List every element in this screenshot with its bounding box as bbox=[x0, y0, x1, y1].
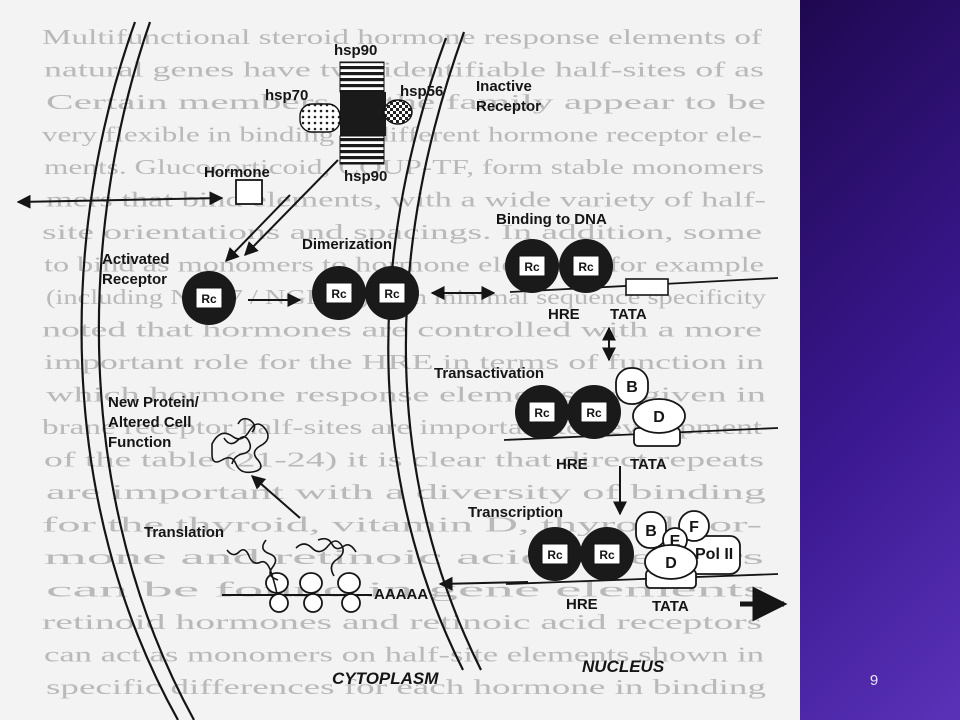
binding-to-dna-label: Binding to DNA bbox=[496, 211, 607, 228]
nuclear-envelope-outer bbox=[387, 37, 464, 671]
hsp90-bottom-block bbox=[339, 135, 385, 165]
hre-label-1: HRE bbox=[548, 306, 580, 323]
tata-box-1 bbox=[625, 278, 669, 296]
receptor-dimer-transcription: Rc Rc bbox=[528, 527, 634, 581]
receptor-pathway-diagram: Multifunctional steroid hormone response… bbox=[16, 21, 788, 720]
hsp70-label: hsp70 bbox=[265, 87, 308, 104]
pol-ii-label: Pol II bbox=[695, 546, 733, 563]
page-number: 9 bbox=[869, 672, 879, 689]
tata-label-1: TATA bbox=[610, 306, 647, 323]
translation-label: Translation bbox=[144, 524, 224, 541]
activated-receptor-label-1: Activated bbox=[102, 251, 170, 268]
rc-label: Rc bbox=[331, 287, 347, 301]
dimerization-label: Dimerization bbox=[302, 236, 392, 253]
hsp56-label: hsp56 bbox=[400, 83, 443, 100]
receptor-dimer-transactivation: Rc Rc bbox=[515, 385, 621, 439]
purple-side-panel bbox=[800, 0, 960, 720]
cell-membrane-inner bbox=[97, 21, 195, 720]
rc-label: Rc bbox=[547, 548, 563, 562]
tata-label-3: TATA bbox=[652, 598, 689, 615]
hsp56-block bbox=[383, 99, 413, 125]
background-text-line: of the table (21-24) it is clear that di… bbox=[44, 448, 764, 472]
background-text-line: mone and retinoic acid receptors bbox=[44, 545, 764, 569]
factor-b-transactivation: B bbox=[615, 367, 649, 405]
rc-label: Rc bbox=[578, 260, 594, 274]
new-protein-label-3: Function bbox=[108, 434, 171, 451]
receptor-core-block bbox=[340, 92, 386, 136]
to-new-protein-arrow bbox=[250, 475, 301, 519]
to-activated-receptor-arrow bbox=[225, 194, 291, 263]
hsp90-top-label: hsp90 bbox=[334, 42, 377, 59]
folded-protein bbox=[211, 417, 269, 474]
rc-label: Rc bbox=[384, 287, 400, 301]
hsp-release-arrow bbox=[244, 159, 339, 257]
tata-label-2: TATA bbox=[630, 456, 667, 473]
nucleus-label: NUCLEUS bbox=[582, 657, 665, 676]
background-text-line: specific differences for each hormone in… bbox=[46, 675, 767, 699]
factor-f-label: F bbox=[689, 519, 699, 536]
factor-d-label: D bbox=[665, 555, 677, 572]
hsp90-top-block bbox=[339, 61, 385, 93]
hormone-label: Hormone bbox=[204, 164, 270, 181]
background-text-line: can act as monomers on half-site element… bbox=[44, 643, 765, 667]
rc-label: Rc bbox=[524, 260, 540, 274]
hre-label-2: HRE bbox=[556, 456, 588, 473]
background-text-line: very flexible in binding to different ho… bbox=[42, 123, 762, 147]
inactive-receptor-label-2: Receptor bbox=[476, 98, 541, 115]
polya-tail-label: AAAAA bbox=[374, 586, 428, 603]
receptor-dimer-dna: Rc Rc bbox=[505, 239, 613, 293]
nascent-polypeptides bbox=[226, 537, 357, 595]
activated-receptor-monomer: Rc bbox=[182, 271, 236, 325]
dna-strand-3 bbox=[505, 573, 779, 585]
new-protein-label-2: Altered Cell bbox=[108, 414, 191, 431]
factor-d-label: D bbox=[653, 409, 665, 426]
transactivation-label: Transactivation bbox=[434, 365, 544, 382]
rc-label: Rc bbox=[534, 406, 550, 420]
transcription-label: Transcription bbox=[468, 504, 563, 521]
pol-ii-complex: B Pol II F E D bbox=[635, 510, 741, 589]
hsp90-bottom-label: hsp90 bbox=[344, 168, 387, 185]
factor-b-label: B bbox=[626, 379, 638, 396]
ribosomes bbox=[265, 572, 361, 613]
background-text-line: noted that hormones are controlled with … bbox=[42, 318, 762, 342]
scanned-figure: Multifunctional steroid hormone response… bbox=[0, 0, 800, 720]
rc-label: Rc bbox=[586, 406, 602, 420]
factor-d-transactivation: D bbox=[632, 398, 686, 447]
background-text-line: natural genes have two identifiable half… bbox=[44, 58, 764, 82]
activated-receptor-label-2: Receptor bbox=[102, 271, 167, 288]
rc-label: Rc bbox=[599, 548, 615, 562]
hormone-entry-arrow bbox=[16, 191, 224, 209]
background-text-line: retinoid hormones and retinoic acid rece… bbox=[42, 610, 762, 634]
cell-membrane-outer bbox=[80, 21, 179, 720]
cytoplasm-label: CYTOPLASM bbox=[332, 669, 439, 688]
inactive-receptor-label-1: Inactive bbox=[476, 78, 532, 95]
hre-label-3: HRE bbox=[566, 596, 598, 613]
hormone-symbol bbox=[235, 179, 263, 205]
mrna-export-arrow bbox=[438, 576, 529, 591]
background-text-line: Multifunctional steroid hormone response… bbox=[42, 25, 762, 49]
new-protein-label-1: New Protein/ bbox=[108, 394, 200, 411]
background-text-line: are important with a diversity of bindin… bbox=[46, 480, 767, 504]
factor-b-label: B bbox=[645, 523, 657, 540]
rc-label: Rc bbox=[201, 292, 217, 306]
background-text-line: ments. Glucocorticoid, COUP-TF, form sta… bbox=[44, 155, 764, 179]
receptor-dimer-cytoplasm: Rc Rc bbox=[312, 266, 419, 320]
hsp70-block bbox=[299, 103, 341, 133]
background-text-line: site orientations and spacings. In addit… bbox=[42, 220, 762, 244]
factor-e-label: E bbox=[670, 533, 681, 550]
background-text-line: important role for the HRE in terms of f… bbox=[44, 350, 765, 374]
